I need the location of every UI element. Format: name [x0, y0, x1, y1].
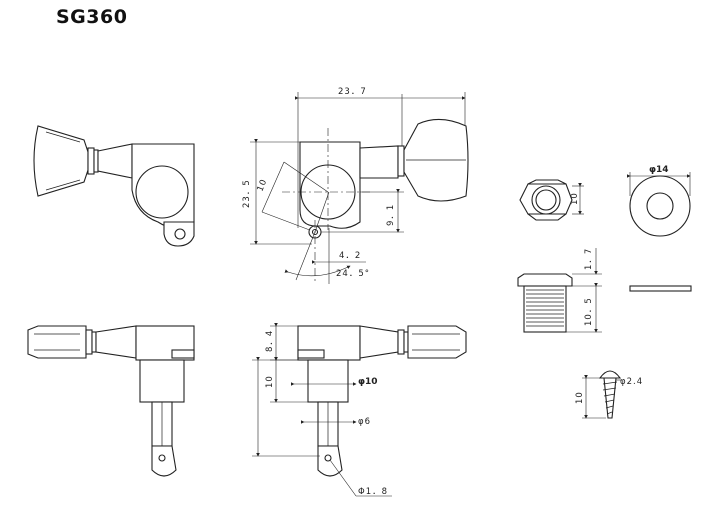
rear-view-tuner: 23．7 23．5 10 9．1 4．2 [242, 87, 469, 284]
washer-view: φ14 [627, 165, 692, 292]
dim-shaft-dia-10: φ10 [358, 377, 378, 387]
dim-shaft-dia-6: φ6 [358, 417, 371, 427]
dim-washer-dia: φ14 [649, 165, 669, 175]
dim-radius: 10 [256, 177, 270, 193]
bushing-side-view: 1．7 10．5 [517, 248, 602, 333]
dim-angle: 24．5° [336, 269, 370, 279]
dim-hole-dia: Φ1．8 [358, 487, 388, 497]
dim-screw-length: 10 [575, 391, 585, 404]
dim-side-8-4: 8．4 [265, 330, 275, 352]
side-view-right: 8．4 10 φ10 φ6 Φ1．8 [252, 323, 467, 497]
side-view-left [27, 325, 195, 477]
screw-view: 10 φ2.4 [575, 370, 643, 419]
front-view-tuner [33, 125, 195, 247]
dim-bushing-1-7: 1．7 [584, 248, 594, 270]
dim-bushing-10-5: 10．5 [584, 297, 594, 326]
dim-offset-4-2: 4．2 [339, 251, 361, 261]
dim-side-10: 10 [265, 375, 275, 388]
dim-height-body: 23．5 [242, 179, 252, 208]
dim-nut-size: 10 [570, 192, 580, 205]
hex-nut-view: 10 [519, 179, 584, 221]
dim-width-total: 23．7 [338, 87, 367, 97]
dim-screw-dia: φ2.4 [620, 377, 643, 387]
model-title: SG360 [56, 6, 128, 28]
dim-offset-9-1: 9．1 [386, 204, 396, 226]
